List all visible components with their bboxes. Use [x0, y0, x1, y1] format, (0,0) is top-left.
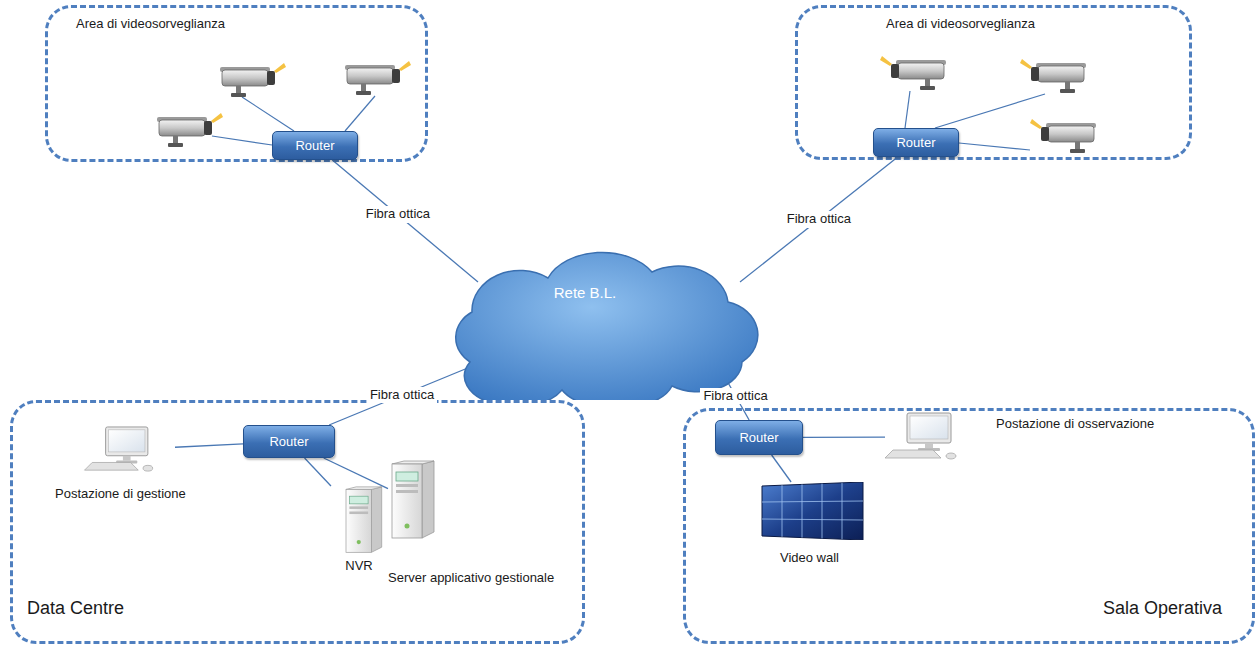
tower-icon [346, 487, 382, 552]
device-label: Server applicativo gestionale [388, 570, 513, 587]
area-region: Router Postazione di osservazioneVideo wa… [683, 408, 1255, 644]
cloud-shape [430, 250, 770, 400]
tower-icon [342, 486, 384, 554]
fibre-link [329, 365, 475, 425]
area-title: Sala Operativa [1103, 598, 1222, 619]
pc-icon [885, 412, 960, 462]
area-title: Area di videosorveglianza [886, 16, 1035, 31]
device-label: Postazione di gestione [55, 486, 175, 503]
fibre-link [332, 160, 478, 282]
router-box: Router [873, 128, 959, 157]
link-label: Fibra ottica [363, 206, 433, 223]
area-region: Router Area di videosorveglianza [795, 5, 1192, 160]
area-title: Data Centre [27, 598, 124, 619]
link-label: Fibra ottica [700, 388, 770, 405]
router-label: Router [739, 430, 778, 445]
area-region: Router Area di videosorveglianza [45, 5, 428, 162]
router-box: Router [715, 420, 803, 455]
pc-icon [83, 426, 158, 474]
lan-link [772, 455, 791, 482]
link-label: Fibra ottica [784, 211, 854, 228]
device-label: Video wall [752, 550, 867, 567]
network-cloud: Rete B.L. [430, 250, 770, 400]
wall-icon [760, 482, 865, 540]
router-box: Router [272, 131, 358, 160]
camera-icon [1020, 59, 1086, 93]
cloud-shape [456, 252, 758, 400]
router-label: Router [269, 434, 308, 449]
tower-icon [392, 461, 434, 538]
router-label: Router [295, 138, 334, 153]
camera-icon [345, 61, 411, 95]
area-region: RouterPostazione di gestioneNVRServer ap… [10, 400, 585, 644]
tower-icon [388, 460, 436, 540]
camera-icon [157, 113, 223, 147]
lan-link [803, 436, 885, 438]
pc-icon [85, 427, 153, 471]
camera-icon [880, 56, 946, 90]
device-label: NVR [330, 558, 388, 575]
device-label: Postazione di osservazione [996, 416, 1134, 433]
network-label: Rete B.L. [554, 284, 617, 400]
device-node: Postazione di gestione [55, 426, 175, 503]
lan-link [175, 444, 243, 447]
fibre-link [740, 157, 898, 282]
camera-icon [1030, 119, 1096, 153]
router-label: Router [896, 135, 935, 150]
device-node: Postazione di osservazione [885, 412, 1135, 462]
camera-icon [220, 63, 286, 97]
device-node: NVR [330, 486, 388, 575]
lan-link [305, 458, 331, 486]
device-node: Server applicativo gestionale [388, 460, 513, 587]
device-node: Video wall [752, 482, 867, 567]
lan-link [324, 458, 388, 489]
link-label: Fibra ottica [367, 387, 437, 404]
router-box: Router [243, 425, 335, 458]
pc-icon [885, 413, 956, 459]
area-title: Area di videosorveglianza [76, 16, 225, 31]
wall-icon [762, 482, 863, 540]
